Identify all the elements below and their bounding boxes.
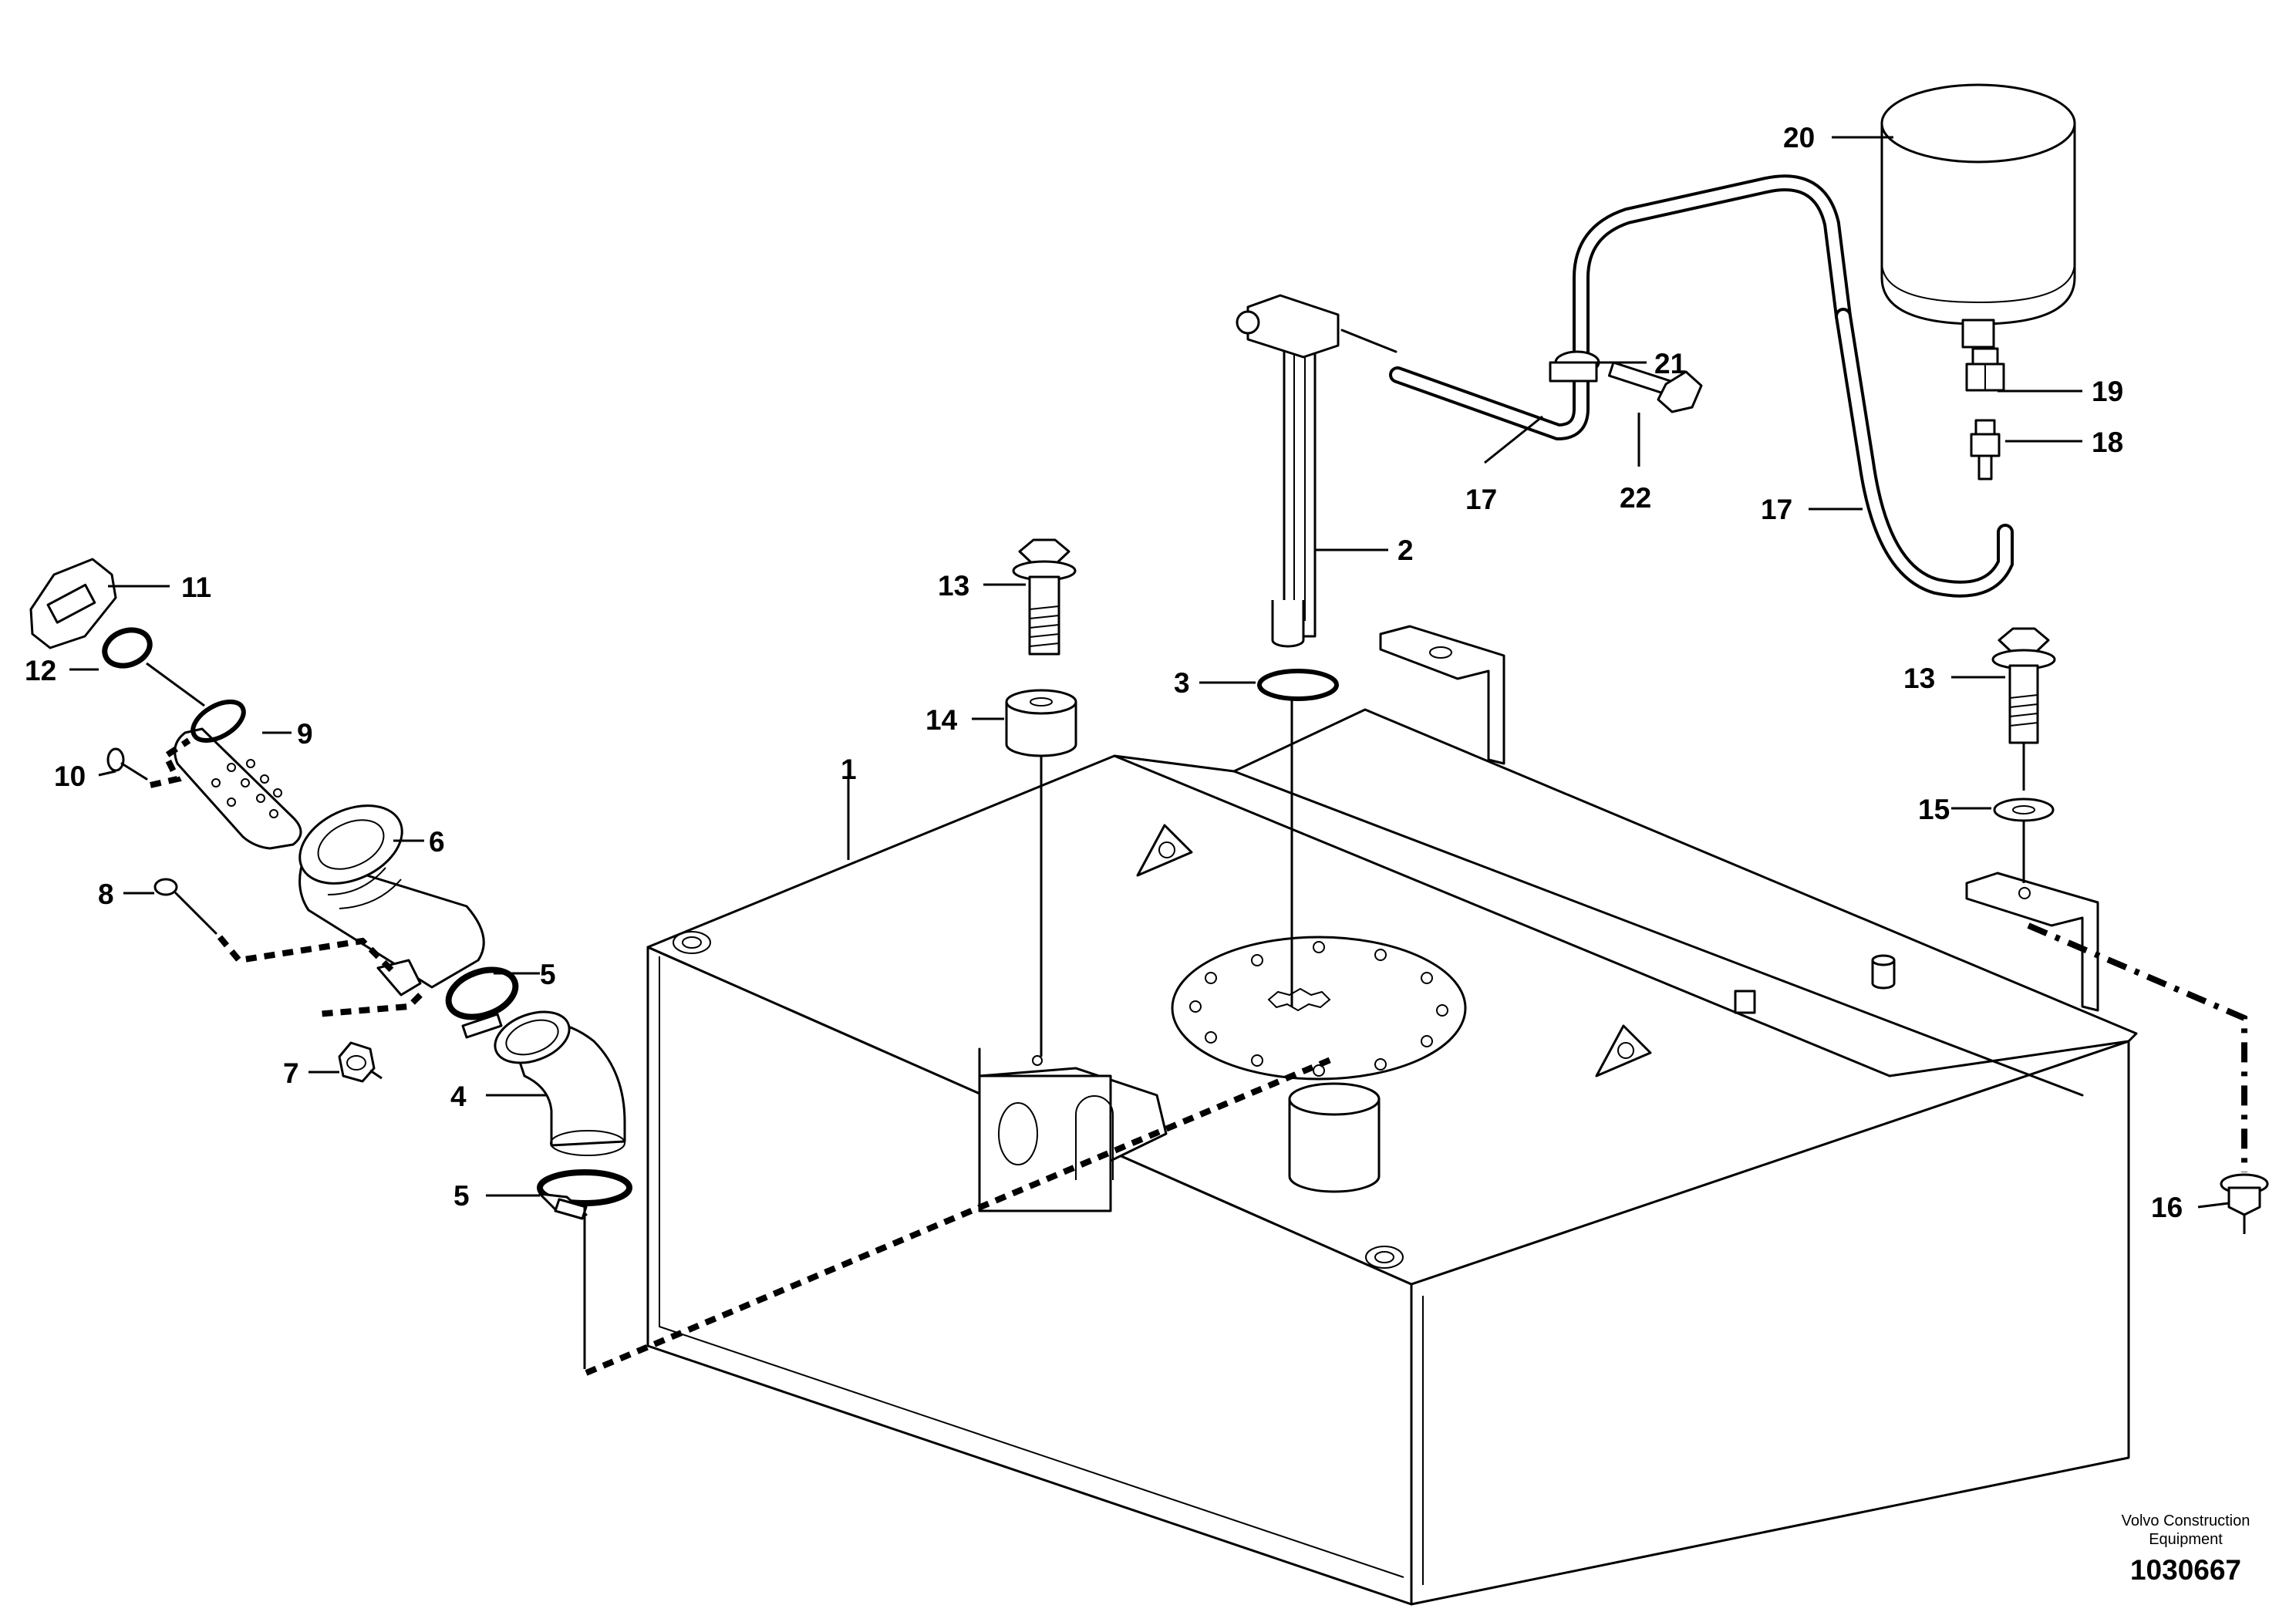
callout-12: 12 — [25, 655, 56, 686]
breather-hose-17b — [1835, 308, 2014, 598]
hose-nipple — [1970, 419, 2001, 481]
callout-2: 2 — [1397, 534, 1414, 566]
fuel-tank — [646, 625, 2138, 1606]
o-ring — [1257, 669, 1339, 701]
flange-bolt-13a — [1012, 538, 1077, 656]
hose-clamp-5a — [445, 966, 519, 1039]
callout-16: 16 — [2151, 1192, 2183, 1223]
washer-15 — [1993, 798, 2055, 822]
callout-17a: 17 — [1465, 484, 1497, 515]
breather-hose-17a — [1340, 174, 1852, 441]
strainer-9 — [174, 700, 302, 850]
footer: Volvo Construction Equipment 1030667 — [2122, 1512, 2250, 1586]
hose-clamp-21 — [1549, 350, 1600, 383]
callout-7: 7 — [283, 1057, 299, 1089]
spacer-14 — [1005, 689, 1077, 757]
brand-line-2: Equipment — [2149, 1531, 2223, 1548]
gasket-12 — [102, 627, 153, 669]
adapter-fitting — [1965, 347, 2005, 392]
callout-14: 14 — [925, 704, 958, 736]
callout-21: 21 — [1654, 348, 1686, 379]
callout-13a: 13 — [938, 570, 969, 602]
callout-20: 20 — [1783, 122, 1815, 153]
elbow-hose-4 — [494, 1010, 626, 1156]
brand-line-1: Volvo Construction — [2122, 1512, 2250, 1529]
filler-neck-6 — [298, 804, 485, 996]
callout-22: 22 — [1620, 482, 1651, 514]
callout-9: 9 — [297, 718, 313, 750]
callout-15: 15 — [1918, 794, 1950, 825]
callout-19: 19 — [2092, 376, 2123, 407]
callout-17b: 17 — [1761, 494, 1792, 525]
callout-13b: 13 — [1903, 663, 1935, 694]
callout-5a: 5 — [540, 959, 556, 990]
flange-bolt-13b — [1991, 627, 2056, 744]
callout-10: 10 — [54, 760, 86, 792]
callout-8: 8 — [98, 878, 114, 910]
callout-5b: 5 — [453, 1180, 470, 1212]
document-number: 1030667 — [2130, 1554, 2241, 1586]
fuel-level-sender — [1236, 294, 1340, 648]
bolt-22 — [1607, 361, 1703, 413]
callout-labels: 1 2 3 4 5 5 6 7 8 9 10 11 12 13 13 14 15… — [25, 122, 2183, 1223]
callout-1: 1 — [841, 754, 857, 785]
callout-4: 4 — [450, 1081, 467, 1112]
nut-7 — [338, 1041, 383, 1083]
leader-lines — [69, 136, 2230, 1209]
breather-filter — [1880, 83, 2076, 349]
callout-11: 11 — [181, 572, 211, 603]
callout-3: 3 — [1174, 667, 1190, 699]
filler-cap-11 — [29, 558, 117, 649]
screw-10 — [106, 747, 148, 781]
callout-6: 6 — [429, 826, 445, 858]
callout-18: 18 — [2092, 427, 2123, 458]
screw-8 — [153, 878, 217, 935]
